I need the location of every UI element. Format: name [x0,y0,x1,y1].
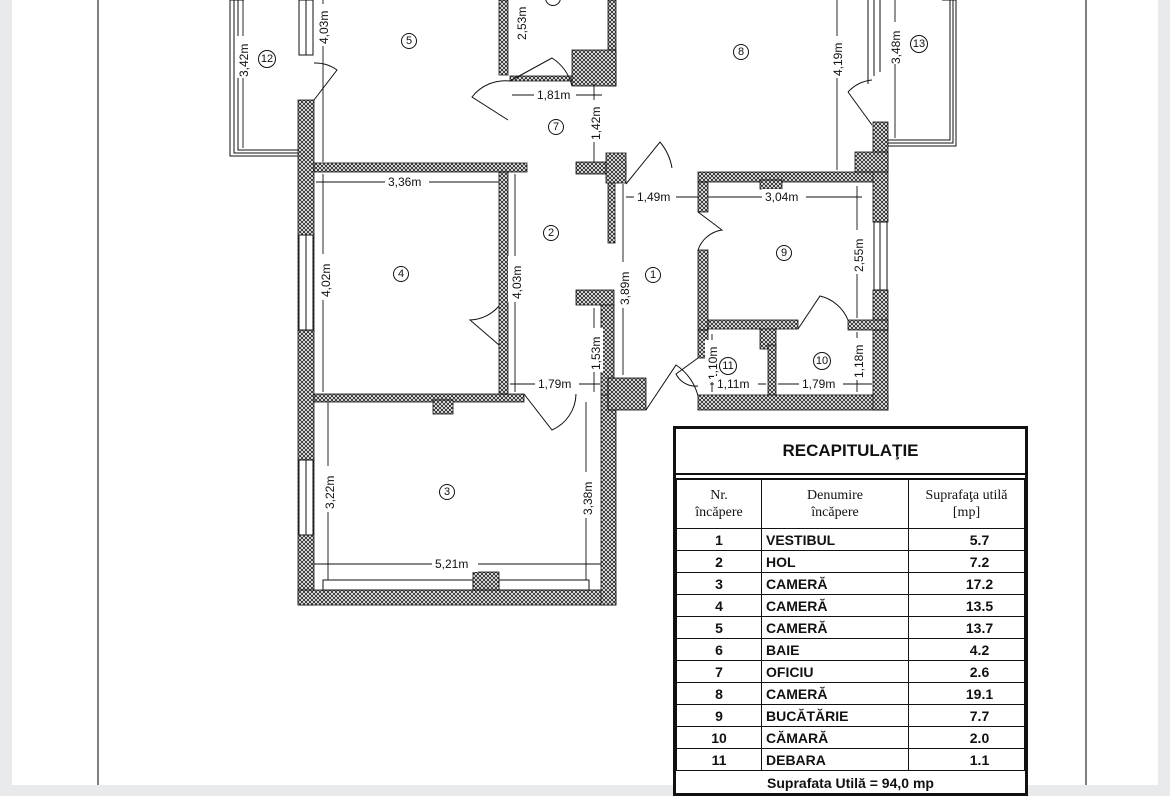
room-marker: 10 [816,355,828,367]
dimension-label: 2,53m [515,7,529,40]
room-area-cell: 17.2 [908,572,1025,595]
room-marker: 12 [261,53,273,65]
room-number-cell: 2 [676,550,762,573]
room-name-cell: DEBARA [761,748,909,771]
room-number-cell: 8 [676,682,762,705]
room-area-cell: 1.1 [908,748,1025,771]
room-area-cell: 7.2 [908,550,1025,573]
room-name-cell: CĂMARĂ [761,726,909,749]
room-marker: 8 [738,46,744,58]
room-marker: 13 [913,38,925,50]
recap-title: RECAPITULAŢIE [676,429,1025,475]
room-marker: 7 [553,121,559,133]
dimension-labels: 4,03m 3,42m 2,53m 4,19m 3,48m 1,81m 1,42… [236,4,904,572]
room-number-cell: 6 [676,638,762,661]
room-marker: 2 [548,227,554,239]
room-number-cell: 10 [676,726,762,749]
room-name-cell: CAMERĂ [761,572,909,595]
room-area-cell: 5.7 [908,528,1025,551]
room-area-cell: 4.2 [908,638,1025,661]
dimension-label: 1,18m [852,345,866,378]
room-number-cell: 4 [676,594,762,617]
dimension-label: 3,04m [765,190,798,204]
room-area-cell: 19.1 [908,682,1025,705]
dimension-label: 4,03m [510,266,524,299]
dimension-label: 1,81m [537,88,570,102]
room-name-cell: CAMERĂ [761,594,909,617]
recap-total: Suprafata Utilă = 94,0 mp [767,775,934,791]
dimension-label: 4,19m [831,43,845,76]
room-marker: 5 [406,35,412,47]
room-markers: 1 2 3 4 5 7 8 9 10 11 12 13 [258,0,928,500]
header-nr: Nr.încăpere [676,478,762,529]
room-area-cell: 2.0 [908,726,1025,749]
room-marker: 3 [444,486,450,498]
plan-doors [313,57,873,431]
room-number-cell: 9 [676,704,762,727]
room-marker: 4 [398,268,404,280]
room-marker: 9 [781,247,787,259]
room-name-cell: VESTIBUL [761,528,909,551]
room-marker: 1 [650,269,656,281]
dimension-label: 3,38m [581,482,595,515]
floor-plan: 4,03m 3,42m 2,53m 4,19m 3,48m 1,81m 1,42… [97,0,1087,785]
room-area-cell: 13.7 [908,616,1025,639]
room-area-cell: 7.7 [908,704,1025,727]
dimension-label: 3,42m [237,44,251,77]
room-name-cell: BAIE [761,638,909,661]
room-number-cell: 3 [676,572,762,595]
dimension-label: 1,53m [589,337,603,370]
room-number-cell: 5 [676,616,762,639]
document-page: 4,03m 3,42m 2,53m 4,19m 3,48m 1,81m 1,42… [12,0,1158,796]
room-area-cell: 2.6 [908,660,1025,683]
dimension-label: 1,11m [717,377,749,391]
room-number-cell: 7 [676,660,762,683]
dimension-label: 3,48m [889,31,903,64]
room-number-cell: 1 [676,528,762,551]
room-name-cell: CAMERĂ [761,682,909,705]
room-area-cell: 13.5 [908,594,1025,617]
room-name-cell: OFICIU [761,660,909,683]
dimension-label: 1,79m [538,377,571,391]
dimension-label: 2,55m [852,239,866,272]
room-marker: 11 [722,360,733,372]
dimension-label: 1,42m [589,107,603,140]
dimension-label: 4,02m [319,264,333,297]
dimension-label: 3,89m [618,272,632,305]
plan-walls [297,0,889,606]
dimension-label: 1,79m [802,377,835,391]
header-area: Suprafaţa utilă[mp] [908,478,1025,529]
room-name-cell: HOL [761,550,909,573]
balcony-13-outline [867,0,957,147]
room-name-cell: BUCĂTĂRIE [761,704,909,727]
dimension-label: 3,22m [323,476,337,509]
dimension-label: 1,49m [637,190,670,204]
dimension-label: 4,03m [317,11,331,44]
dimension-label: 1,10m [706,347,720,380]
room-number-cell: 11 [676,748,762,771]
dimension-label: 5,21m [435,557,468,571]
plan-windows [298,0,888,591]
dimension-label: 3,36m [388,175,421,189]
room-name-cell: CAMERĂ [761,616,909,639]
